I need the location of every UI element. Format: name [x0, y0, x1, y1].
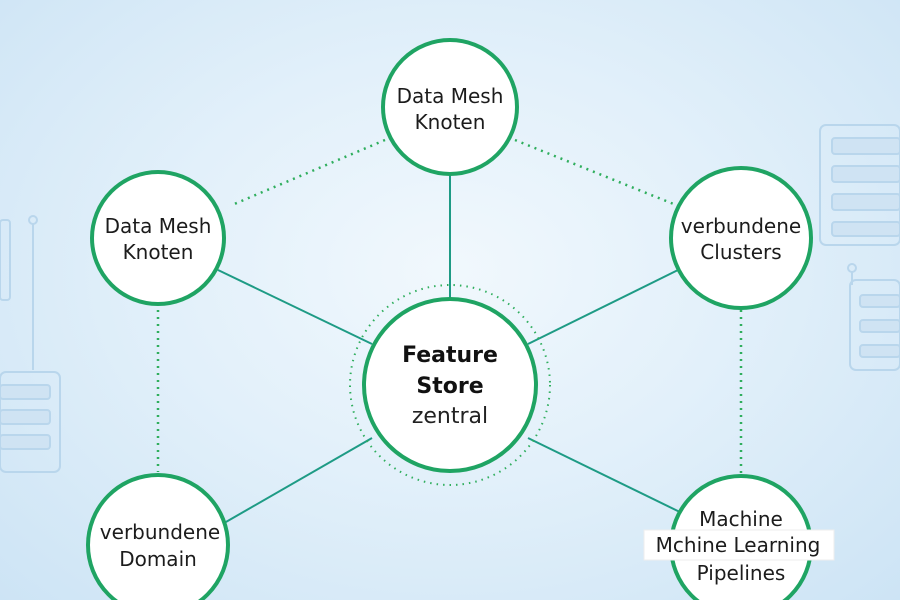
node-right-clusters[interactable]: verbundene Clusters [669, 166, 813, 310]
node-bottom-right-label-line1: Machine [699, 507, 783, 531]
center-node-title-line2: Store [416, 374, 483, 399]
link-top-left-dotted [231, 138, 386, 207]
node-bottom-left-label-line2: Domain [119, 547, 197, 571]
node-bottom-left-label-line1: verbundene [100, 520, 220, 544]
center-node-circle [362, 297, 538, 473]
link-center-bottom-right [527, 437, 687, 516]
node-left-circle [90, 170, 226, 306]
node-bottom-right-ml-pipelines[interactable]: Machine Mchine Learning Pipelines [643, 474, 835, 600]
node-left-label-line2: Knoten [123, 240, 194, 264]
background-server-rack-right [819, 124, 900, 371]
center-node-feature-store[interactable]: Feature Store zentral [349, 284, 551, 486]
node-bottom-left-circle [86, 473, 230, 600]
node-bottom-left-domain[interactable]: verbundene Domain [86, 473, 230, 600]
link-center-bottom-left [211, 437, 373, 531]
node-right-circle [669, 166, 813, 310]
center-node-subtitle: zentral [412, 404, 488, 429]
node-right-label-line2: Clusters [700, 240, 781, 264]
connections [156, 138, 743, 531]
node-top-label-line2: Knoten [415, 110, 486, 134]
center-dotted-halo [349, 284, 551, 486]
center-node-title-line1: Feature [402, 343, 498, 368]
node-bottom-right-label-line3: Pipelines [697, 561, 786, 585]
link-center-right [527, 269, 679, 345]
link-center-left [217, 269, 373, 345]
node-bottom-right-label-line2: Mchine Learning [656, 533, 821, 557]
node-top-label-line1: Data Mesh [397, 84, 504, 108]
node-top-data-mesh[interactable]: Data Mesh Knoten [381, 38, 519, 176]
background-server-rack-left [0, 215, 61, 473]
node-right-label-line1: verbundene [681, 214, 801, 238]
link-top-right-dotted [514, 138, 677, 207]
node-left-data-mesh[interactable]: Data Mesh Knoten [90, 170, 226, 306]
node-top-circle [381, 38, 519, 176]
node-left-label-line1: Data Mesh [105, 214, 212, 238]
node-bottom-right-label-highlight [643, 529, 835, 561]
